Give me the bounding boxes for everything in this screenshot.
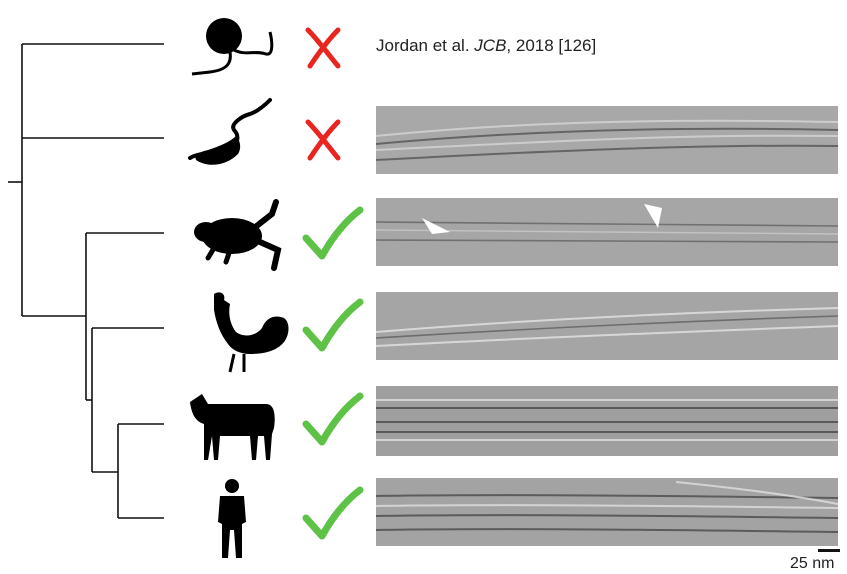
checkmark-icon — [302, 484, 364, 544]
cryo-et-panel-chicken — [376, 292, 838, 360]
reference-citation: Jordan et al. JCB, 2018 [126] — [376, 36, 596, 56]
cryo-et-panel-human — [376, 478, 838, 546]
checkmark-icon — [302, 390, 364, 450]
phylogenetic-tree — [0, 0, 170, 574]
cryo-et-panel-frog — [376, 198, 838, 266]
frog-icon — [190, 192, 286, 272]
cow-icon — [186, 384, 280, 464]
scale-bar-label: 25 nm — [790, 555, 834, 573]
checkmark-icon — [302, 204, 364, 264]
checkmark-icon — [302, 296, 364, 356]
cryo-et-panel-trypanosome — [376, 106, 838, 174]
alga-flagella-icon — [186, 10, 286, 82]
trypanosome-icon — [186, 96, 278, 176]
cryo-et-panel-cow — [376, 386, 838, 456]
human-icon — [212, 478, 252, 562]
rooster-icon — [200, 288, 292, 374]
cross-icon — [304, 26, 344, 70]
cross-icon — [304, 118, 344, 162]
scale-bar — [818, 549, 840, 552]
